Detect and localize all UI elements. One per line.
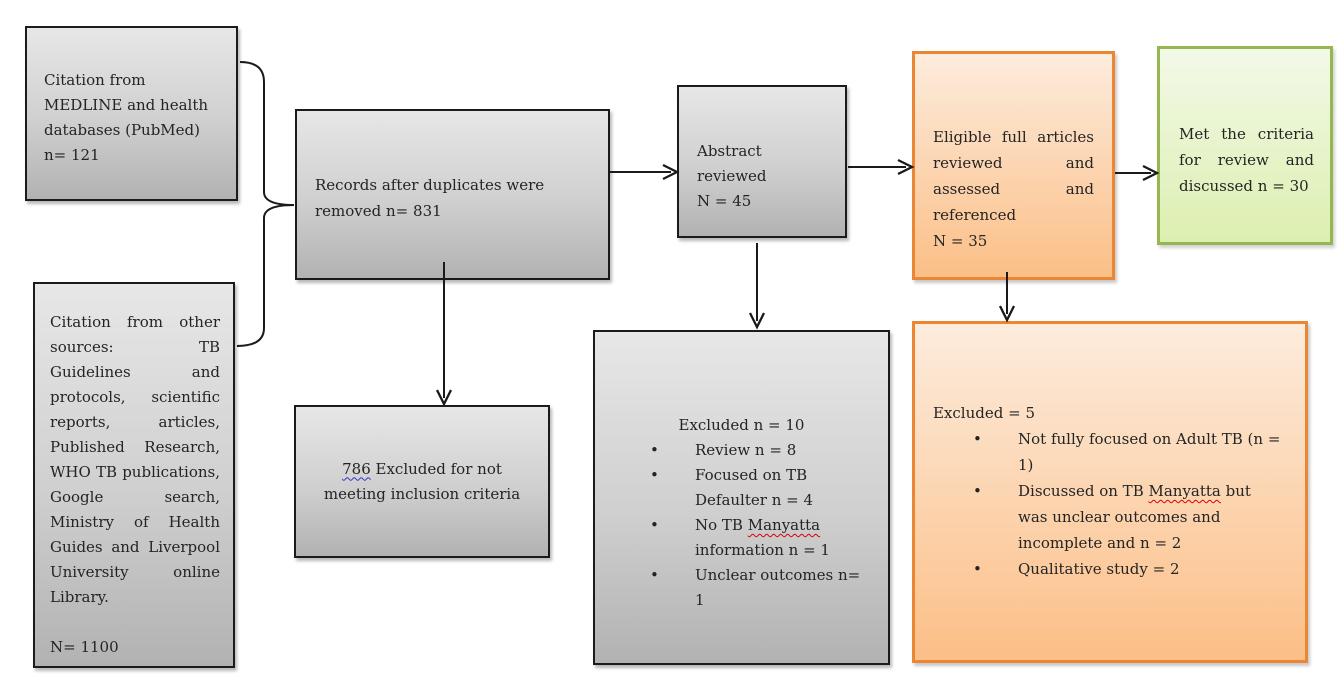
box-body-text: Eligible full articles reviewed and asse…	[933, 128, 1094, 224]
arrowhead-eligible-to-met	[1142, 164, 1160, 182]
arrowhead-eligible-to-excluded5	[998, 305, 1016, 323]
total-count: N= 1100	[50, 638, 119, 656]
misspelled-word: Manyatta	[1148, 482, 1221, 500]
bullet-icon: •	[650, 441, 659, 459]
list-item: • Review n = 8	[650, 438, 888, 463]
list-item: • No TB Manyatta information n = 1	[650, 513, 888, 563]
list-item-line: Defaulter n = 4	[695, 491, 814, 509]
grammar-flagged-number: 786	[342, 459, 371, 478]
box-body-text: Citation from other sources: TB Guidelin…	[50, 313, 220, 606]
box-text-line: meeting inclusion criteria	[323, 484, 521, 503]
brace-connector	[236, 61, 295, 347]
box-text-line: MEDLINE and health	[44, 96, 209, 114]
list-item-text: No TB	[695, 516, 748, 534]
list-item: • Unclear outcomes n= 1	[650, 563, 888, 613]
box-text-line: reviewed	[697, 167, 767, 185]
box-text-line: Citation from	[44, 71, 146, 89]
list-item-line: Qualitative study = 2	[1018, 560, 1180, 578]
list-item-line: Discussed on TB Manyatta but	[1018, 478, 1305, 504]
excluded-786-box: 786 Excluded for not meeting inclusion c…	[294, 405, 550, 558]
box-text-line: removed n= 831	[315, 202, 442, 220]
list-item-line: Review n = 8	[695, 441, 797, 459]
list-item: • Not fully focused on Adult TB (n = 1)	[973, 426, 1305, 478]
box-text-line: n= 121	[44, 146, 100, 164]
box-text-line: 786 Excluded for not	[306, 457, 538, 482]
bullet-icon: •	[973, 482, 982, 500]
list-item-text: Discussed on TB	[1018, 482, 1149, 500]
list-item-line: Unclear outcomes n=	[695, 566, 861, 584]
total-count: N = 35	[933, 232, 988, 250]
excluded-abstract-box: Excluded n = 10 • Review n = 8 • Focused…	[593, 330, 890, 665]
box-text-line: N = 45	[697, 192, 752, 210]
excluded-heading: Excluded n = 10	[678, 416, 805, 434]
list-item-line: Not fully focused on Adult TB (n =	[1018, 430, 1281, 448]
list-item: • Qualitative study = 2	[973, 556, 1305, 582]
citation-medline-box: Citation from MEDLINE and health databas…	[25, 26, 238, 201]
list-item-line: No TB Manyatta	[695, 513, 888, 538]
box-text-line: Abstract	[697, 142, 762, 160]
misspelled-word: Manyatta	[747, 516, 821, 534]
excluded-fulltext-box: Excluded = 5 • Not fully focused on Adul…	[912, 321, 1308, 663]
box-body-text: Met the criteria for review and discusse…	[1179, 125, 1314, 195]
box-text-line: databases (PubMed)	[44, 121, 200, 139]
citation-other-sources-box: Citation from other sources: TB Guidelin…	[33, 282, 235, 668]
list-item-line: 1	[695, 591, 705, 609]
bullet-icon: •	[650, 516, 659, 534]
bullet-icon: •	[973, 430, 982, 448]
list-item: • Focused on TB Defaulter n = 4	[650, 463, 888, 513]
bullet-icon: •	[650, 466, 659, 484]
list-item-text: but	[1220, 482, 1251, 500]
arrowhead-duplicates-to-abstract	[662, 163, 680, 181]
arrowhead-abstract-to-excluded10	[748, 312, 766, 330]
abstract-reviewed-box: Abstract reviewed N = 45	[677, 85, 847, 238]
box-text-line: Records after duplicates were	[315, 176, 545, 194]
eligible-articles-box: Eligible full articles reviewed and asse…	[912, 51, 1115, 280]
list-item-line: Focused on TB	[695, 466, 808, 484]
list-item-line: 1)	[1018, 456, 1034, 474]
records-after-duplicates-box: Records after duplicates were removed n=…	[295, 109, 610, 280]
excluded-heading: Excluded = 5	[933, 404, 1035, 422]
bullet-icon: •	[650, 566, 659, 584]
list-item: • Discussed on TB Manyatta but was uncle…	[973, 478, 1305, 556]
list-item-line: was unclear outcomes and	[1018, 508, 1221, 526]
met-criteria-box: Met the criteria for review and discusse…	[1157, 46, 1333, 245]
list-item-line: information n = 1	[695, 541, 830, 559]
box-text: Excluded for not	[370, 459, 502, 478]
bullet-icon: •	[973, 560, 982, 578]
arrowhead-duplicates-to-786	[435, 389, 453, 407]
list-item-line: incomplete and n = 2	[1018, 534, 1182, 552]
arrowhead-abstract-to-eligible	[897, 158, 915, 176]
